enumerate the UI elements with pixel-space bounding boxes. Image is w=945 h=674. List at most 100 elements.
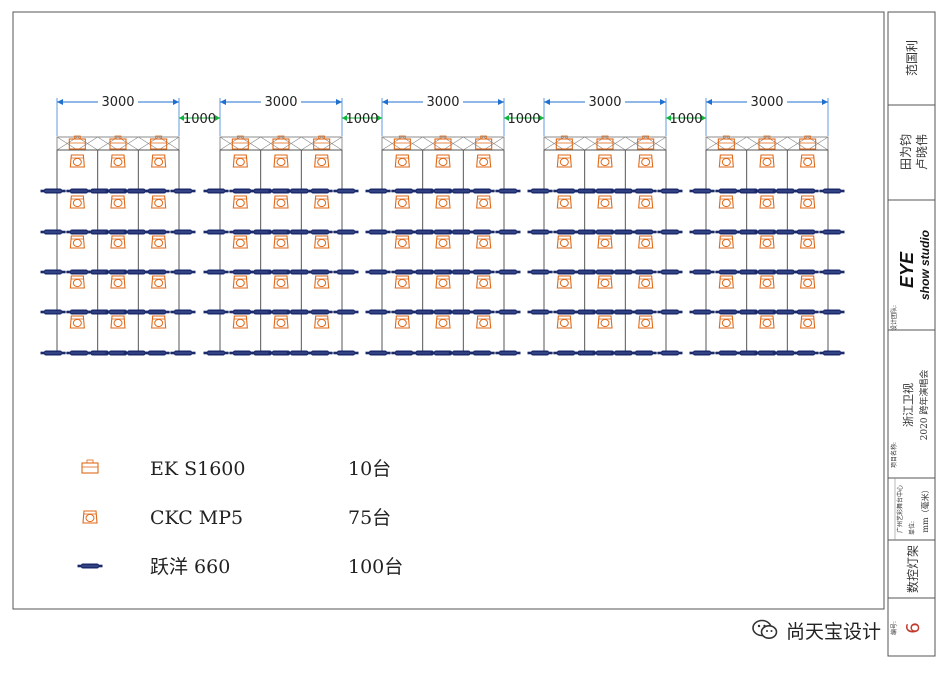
ek-s1600-fixture: [475, 135, 493, 150]
ckc-mp5-fixture: [69, 315, 85, 329]
project-label: 项目名称:: [890, 442, 898, 468]
sheet-number: 6: [903, 622, 924, 633]
truss-group: 3000: [689, 94, 845, 356]
ckc-mp5-fixture: [556, 154, 572, 168]
ek-s1600-fixture: [393, 135, 411, 150]
ckc-mp5-fixture: [232, 154, 248, 168]
ckc-mp5-fixture: [273, 195, 289, 209]
yueyang-660-fixture: [819, 269, 845, 275]
ek-s1600-fixture: [596, 135, 614, 150]
yueyang-660-fixture: [631, 309, 657, 315]
ckc-mp5-fixture: [435, 154, 451, 168]
ckc-mp5-fixture: [273, 235, 289, 249]
legend-quantity: 10台: [348, 458, 391, 480]
yueyang-660-fixture: [333, 350, 359, 356]
ckc-mp5-fixture: [759, 195, 775, 209]
ckc-mp5-fixture: [151, 315, 167, 329]
wechat-icon: [752, 619, 778, 639]
yueyang-660-fixture: [689, 309, 715, 315]
yueyang-660-fixture: [144, 350, 170, 356]
ckc-mp5-fixture: [232, 235, 248, 249]
yueyang-660-fixture: [170, 269, 196, 275]
yueyang-660-fixture: [689, 188, 715, 194]
drawing-name: 数控灯架: [905, 545, 920, 593]
ckc-mp5-fixture: [556, 275, 572, 289]
ckc-mp5-fixture: [476, 235, 492, 249]
yueyang-660-fixture: [610, 269, 636, 275]
yueyang-660-fixture: [819, 309, 845, 315]
gap-dimension-label: 1000: [669, 112, 702, 127]
yueyang-660-fixture: [469, 350, 495, 356]
ckc-mp5-fixture: [273, 315, 289, 329]
sheet-label: 编号:: [890, 621, 898, 635]
ckc-mp5-fixture: [314, 275, 330, 289]
ckc-mp5-fixture: [800, 154, 816, 168]
yueyang-660-fixture: [203, 229, 229, 235]
ckc-mp5-fixture: [232, 195, 248, 209]
gap-dimension-label: 1000: [507, 112, 540, 127]
yueyang-660-fixture: [574, 269, 600, 275]
unit-label: 单位:: [908, 521, 916, 535]
yueyang-660-fixture: [144, 269, 170, 275]
yueyang-660-fixture: [170, 350, 196, 356]
yueyang-660-fixture: [333, 309, 359, 315]
ckc-mp5-fixture: [394, 275, 410, 289]
yueyang-660-fixture: [203, 188, 229, 194]
yueyang-660-fixture: [495, 350, 521, 356]
ckc-mp5-fixture: [718, 235, 734, 249]
ckc-mp5-fixture: [232, 275, 248, 289]
ckc-mp5-fixture: [597, 275, 613, 289]
yueyang-660-fixture: [793, 269, 819, 275]
designer-unit-label: 设计团队:: [890, 305, 898, 331]
yueyang-660-fixture: [657, 188, 683, 194]
ckc-mp5-fixture: [435, 315, 451, 329]
title-block: 范国利 田为钧 卢晓伟 EYE show studio 设计团队: 项目名称: …: [890, 40, 932, 635]
ckc-mp5-fixture: [394, 315, 410, 329]
yueyang-660-fixture: [307, 269, 333, 275]
ek-s1600-fixture: [555, 135, 573, 150]
yueyang-660-fixture: [203, 269, 229, 275]
ckc-mp5-fixture: [597, 315, 613, 329]
yueyang-660-fixture: [40, 350, 66, 356]
designer-name-1: 田为钧: [899, 134, 913, 170]
yueyang-660-fixture: [365, 350, 391, 356]
yueyang-660-fixture: [553, 309, 579, 315]
span-dimension-label: 3000: [588, 95, 621, 110]
ckc-mp5-fixture: [597, 154, 613, 168]
ckc-mp5-fixture: [759, 235, 775, 249]
yueyang-660-fixture: [469, 309, 495, 315]
yueyang-660-fixture: [307, 350, 333, 356]
ckc-mp5-fixture: [273, 154, 289, 168]
yueyang-660-fixture: [657, 269, 683, 275]
gap-dimension-label: 1000: [345, 112, 378, 127]
ek-s1600-fixture: [637, 135, 655, 150]
yueyang-660-fixture: [495, 229, 521, 235]
yueyang-660-fixture: [527, 309, 553, 315]
yueyang-660-fixture: [689, 269, 715, 275]
span-dimension-label: 3000: [264, 95, 297, 110]
drawing-frame: [12, 11, 885, 610]
ek-s1600-fixture: [231, 135, 249, 150]
yueyang-660-fixture: [307, 309, 333, 315]
ckc-mp5-fixture: [394, 154, 410, 168]
yueyang-660-fixture: [631, 350, 657, 356]
yueyang-660-fixture: [250, 229, 276, 235]
project-line-1: 浙江卫视: [901, 383, 915, 427]
designer-name-2: 卢晓伟: [914, 134, 929, 170]
truss-group: 3000 1000: [527, 94, 706, 356]
ek-s1600-fixture: [758, 135, 776, 150]
ckc-mp5-fixture: [394, 235, 410, 249]
yueyang-660-fixture: [365, 269, 391, 275]
legend-quantity: 75台: [348, 507, 391, 529]
ckc-mp5-fixture: [394, 195, 410, 209]
ckc-mp5-fixture: [69, 235, 85, 249]
yueyang-660-fixture: [689, 229, 715, 235]
yueyang-660-fixture: [689, 350, 715, 356]
yueyang-660-icon: [77, 563, 103, 569]
ckc-mp5-fixture: [800, 275, 816, 289]
legend-model: 跃洋 660: [150, 556, 230, 578]
